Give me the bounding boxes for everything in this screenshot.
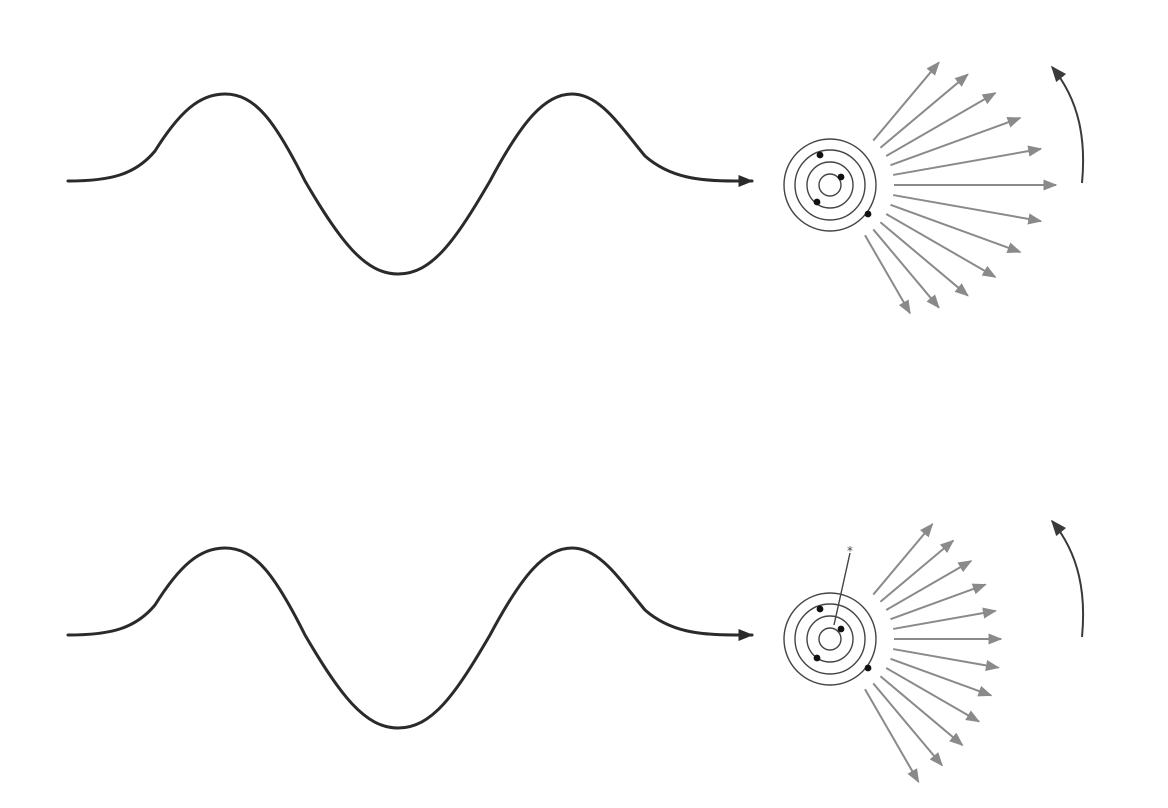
electron-dot (838, 174, 845, 181)
scatter-ray (873, 62, 939, 140)
scatter-ray (886, 668, 979, 722)
curved-arrow-icon (1052, 67, 1083, 183)
electron-dot (838, 626, 845, 633)
electron-track (834, 553, 850, 625)
bottom-panel: * (68, 521, 1083, 782)
scatter-ray (893, 149, 1041, 175)
orbit-ring (819, 628, 841, 650)
scatter-ray (880, 74, 967, 147)
orbit-ring (784, 139, 876, 231)
electron-dot (814, 199, 821, 206)
curved-arrow-icon (1052, 521, 1083, 637)
orbit-ring (795, 150, 865, 220)
electron-dot (817, 606, 824, 613)
electron-dot (817, 152, 824, 159)
electron-dot (814, 655, 821, 662)
radiating-arrows-icon (865, 524, 1001, 782)
electron-star: * (847, 544, 853, 558)
scatter-ray (893, 195, 1041, 221)
radiating-arrows-icon (865, 62, 1056, 313)
ejected-electron-icon: * (834, 544, 853, 625)
scatter-ray (865, 689, 919, 782)
sine-wave-arrow-icon (68, 548, 752, 728)
scatter-ray (873, 683, 942, 765)
orbit-ring (807, 616, 853, 662)
scatter-ray (891, 585, 986, 620)
orbit-ring (795, 604, 865, 674)
atom-orbit-icon (784, 139, 876, 231)
electron-dot (865, 211, 872, 218)
sine-wave-arrow-icon (68, 94, 752, 274)
atom-orbit-icon (784, 593, 876, 685)
scatter-ray (880, 676, 962, 745)
electron-dot (865, 665, 872, 672)
top-panel (68, 62, 1083, 313)
orbit-ring (784, 593, 876, 685)
